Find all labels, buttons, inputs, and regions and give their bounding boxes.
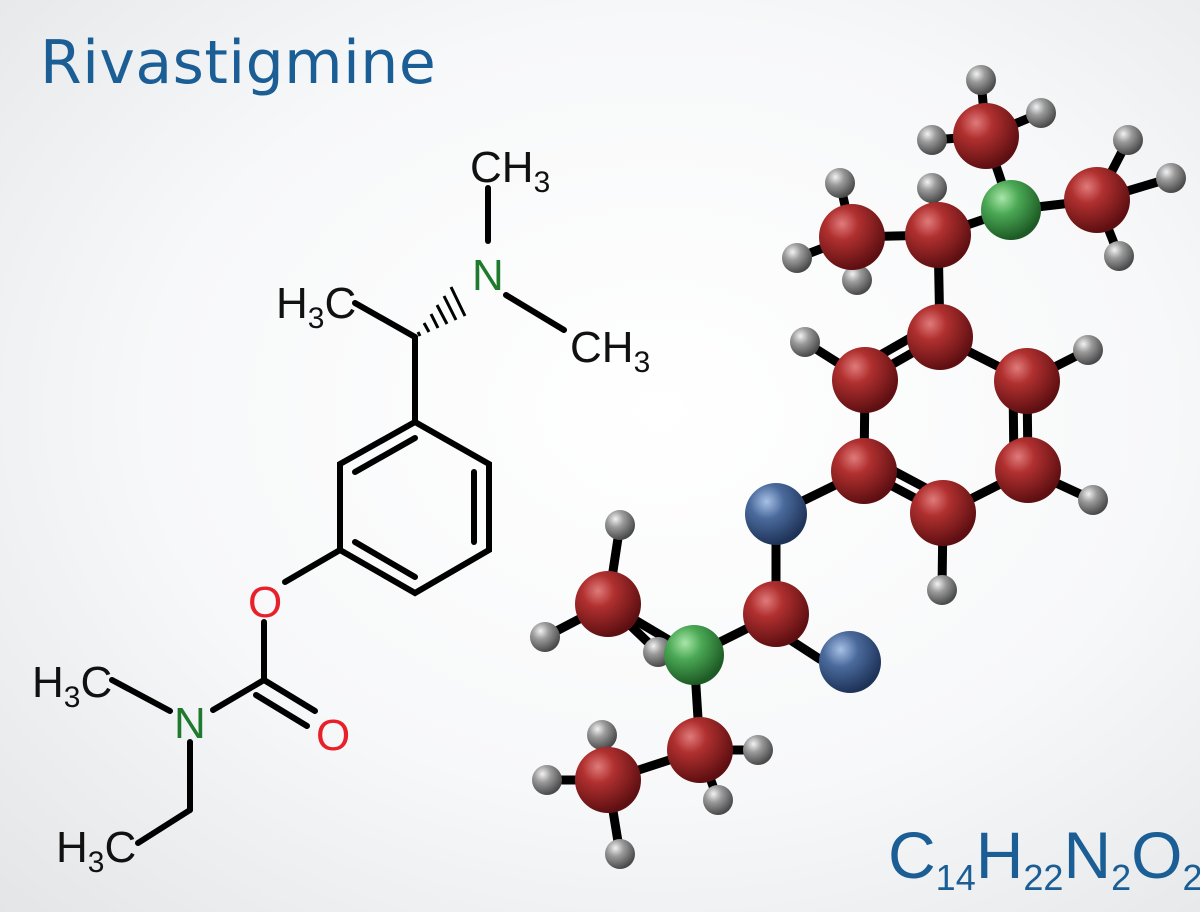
- methyl-label: H3C: [32, 658, 112, 714]
- ethyl-methyl-label: H3C: [56, 823, 136, 879]
- carbon-atom: [667, 717, 733, 783]
- hydrogen-atom: [530, 622, 560, 652]
- hydrogen-atom: [825, 168, 855, 198]
- amine-nitrogen-label: N: [472, 251, 504, 300]
- hydrogen-atom: [1156, 163, 1186, 193]
- methyl-label: H3C: [276, 279, 356, 335]
- hydrogen-atom: [917, 125, 947, 155]
- skeletal-formula: CH3 H3C N CH3 O O N H3C H3C: [32, 143, 650, 879]
- hydrogen-atom: [927, 575, 957, 605]
- hydrogen-atom: [1026, 98, 1056, 128]
- methyl-label: CH3: [570, 323, 650, 379]
- hydrogen-atom: [966, 65, 996, 95]
- oxygen-atom: [745, 483, 807, 545]
- hydrogen-atom: [1113, 125, 1143, 155]
- carbon-atom: [994, 348, 1060, 414]
- aryl-oxygen-bond: [282, 547, 343, 585]
- oxygen-atom: [819, 631, 881, 693]
- carbon-atom: [953, 103, 1019, 169]
- methyl-label: CH3: [470, 143, 550, 199]
- carbon-atom: [910, 480, 976, 546]
- carbon-atom: [819, 204, 885, 270]
- hydrogen-atom: [1073, 335, 1103, 365]
- model-bond: [876, 333, 916, 360]
- hydrogen-atom: [743, 735, 773, 765]
- carbon-atom: [995, 437, 1061, 503]
- hydrogen-atom: [842, 265, 872, 295]
- carbon-atom: [831, 438, 897, 504]
- hashed-wedge-bond: [416, 286, 467, 337]
- page-title: Rivastigmine: [40, 28, 436, 98]
- carbon-atom: [907, 304, 973, 370]
- carbon-atom: [905, 202, 971, 268]
- carbonyl-double-bond: [261, 677, 318, 714]
- ethyl-bond: [135, 807, 193, 846]
- benzene-ring: [337, 418, 492, 597]
- ring-double-bond: [352, 539, 418, 580]
- carbamate-nitrogen-label: N: [174, 699, 206, 748]
- carbon-atom: [575, 747, 641, 813]
- hydrogen-atom: [532, 765, 562, 795]
- hydrogen-atom: [917, 173, 947, 203]
- hydrogen-atom: [703, 785, 733, 815]
- model-bond: [889, 466, 931, 493]
- carbonyl-double-bond: [253, 692, 310, 729]
- hydrogen-atom: [605, 510, 635, 540]
- hydrogen-atom: [1078, 485, 1108, 515]
- nitrogen-atom: [664, 625, 724, 685]
- nitrogen-atom: [981, 180, 1041, 240]
- carbon-atom: [575, 571, 641, 637]
- carbonyl-oxygen-label: O: [316, 711, 350, 760]
- carbon-atom: [832, 347, 898, 413]
- ester-oxygen-label: O: [248, 578, 282, 627]
- hydrogen-atom: [587, 720, 617, 750]
- hydrogen-atom: [605, 839, 635, 869]
- n-methyl-bond: [109, 677, 173, 714]
- hydrogen-atom: [790, 327, 820, 357]
- hydrogen-atom: [782, 243, 812, 273]
- carbon-atom: [743, 581, 809, 647]
- ring-double-bond: [352, 435, 418, 475]
- molecular-formula: C14H22N2O2: [888, 818, 1200, 898]
- carbon-atom: [1064, 167, 1130, 233]
- hydrogen-atom: [1104, 241, 1134, 271]
- methyl-bond: [352, 300, 418, 340]
- model-bond: [786, 635, 825, 664]
- carbonyl-n-bond: [210, 677, 267, 713]
- n-methyl-bond: [503, 292, 567, 333]
- ball-and-stick-model: [530, 65, 1186, 869]
